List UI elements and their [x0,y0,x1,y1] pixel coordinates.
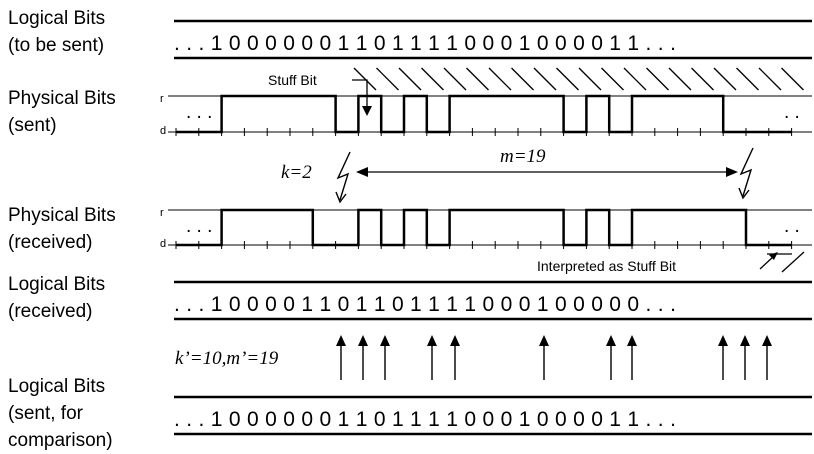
bits-comparison: . . . 1 0 0 0 0 0 0 1 1 0 1 1 1 1 0 0 0 … [174,408,676,431]
difference-arrow-head [427,335,437,346]
hatch-mark [398,67,422,91]
interpreted-stuff-bit-label: Interpreted as Stuff Bit [537,258,676,274]
recv-signal-waveform [176,208,792,247]
sent-signal-waveform [176,94,792,134]
label-logical-recv-line1: Logical Bits [8,274,105,295]
level-label-d-sent: d [160,125,166,137]
difference-arrow-head [380,335,390,346]
k-prime-m-prime-label: k’=10,m’=19 [175,348,279,369]
hatch-mark [443,67,467,91]
m-span-left-head [356,167,368,177]
hatch-mark [736,67,759,91]
hatch-mark [488,67,512,91]
hatch-mark [556,67,579,91]
difference-arrow-head [718,335,728,346]
label-physical-sent-line1: Physical Bits [8,88,116,109]
hatch-mark [691,67,714,91]
hatch-mark [758,67,782,91]
hatch-mark [421,67,444,91]
k-label: k=2 [281,162,312,183]
label-logical-sent-line2: (to be sent) [8,35,104,56]
stuff-bit-pointer-head [362,106,372,116]
difference-arrows [336,335,772,380]
interpreted-slash [781,251,805,273]
hatch-mark [623,67,647,91]
label-logical-cmp-line1: Logical Bits [8,376,105,397]
hatch-mark [511,67,534,91]
stuff-bit-label: Stuff Bit [268,72,317,88]
bits-to-be-sent: . . . 1 0 0 0 0 0 0 1 1 0 1 1 1 1 0 0 0 … [174,32,676,55]
difference-arrow-head [358,335,368,346]
label-logical-cmp-line3: comparison) [8,430,113,451]
recv-leading-ellipsis: . . . [186,216,212,237]
hatch-mark [781,67,804,91]
level-label-r-recv: r [160,207,164,219]
difference-arrow-head [740,335,750,346]
error-bolt-right-head [738,187,750,200]
error-bolt-right [739,147,754,197]
stuff-bit-pointer [352,79,368,112]
difference-arrow-head [450,335,460,346]
recv-trailing-ellipsis: . . [784,216,800,237]
hatch-mark [353,67,377,91]
label-logical-recv-line2: (received) [8,301,92,322]
level-label-r-sent: r [160,93,164,105]
hatch-mark [466,67,489,91]
difference-arrow-head [762,335,772,346]
m-span-right-head [726,167,738,177]
label-logical-sent-line1: Logical Bits [8,8,105,29]
difference-arrow-head [627,335,637,346]
error-bolt-left [336,151,351,201]
error-bolt-left-head [335,191,347,204]
hatch-mark [376,67,399,91]
hatch-mark [646,67,669,91]
interpreted-arrow-head [769,252,778,260]
difference-arrow-head [606,335,616,346]
stuff-bit-hatch [353,67,804,91]
hatch-mark [713,67,737,91]
difference-arrow-head [539,335,549,346]
hatch-mark [533,67,557,91]
hatch-mark [578,67,602,91]
label-physical-sent-line2: (sent) [8,115,57,136]
m-label: m=19 [500,146,546,167]
sent-leading-ellipsis: . . . [186,102,212,123]
label-physical-recv-line1: Physical Bits [8,205,116,226]
difference-arrow-head [336,335,346,346]
sent-trailing-ellipsis: . . [784,102,800,123]
level-label-d-recv: d [160,238,166,250]
label-physical-recv-line2: (received) [8,232,92,253]
hatch-mark [601,67,624,91]
interpreted-arrow [759,255,775,270]
label-logical-cmp-line2: (sent, for [8,403,84,424]
bits-received: . . . 1 0 0 0 0 1 1 0 1 1 0 1 1 1 1 0 0 … [174,293,676,316]
hatch-mark [668,67,692,91]
